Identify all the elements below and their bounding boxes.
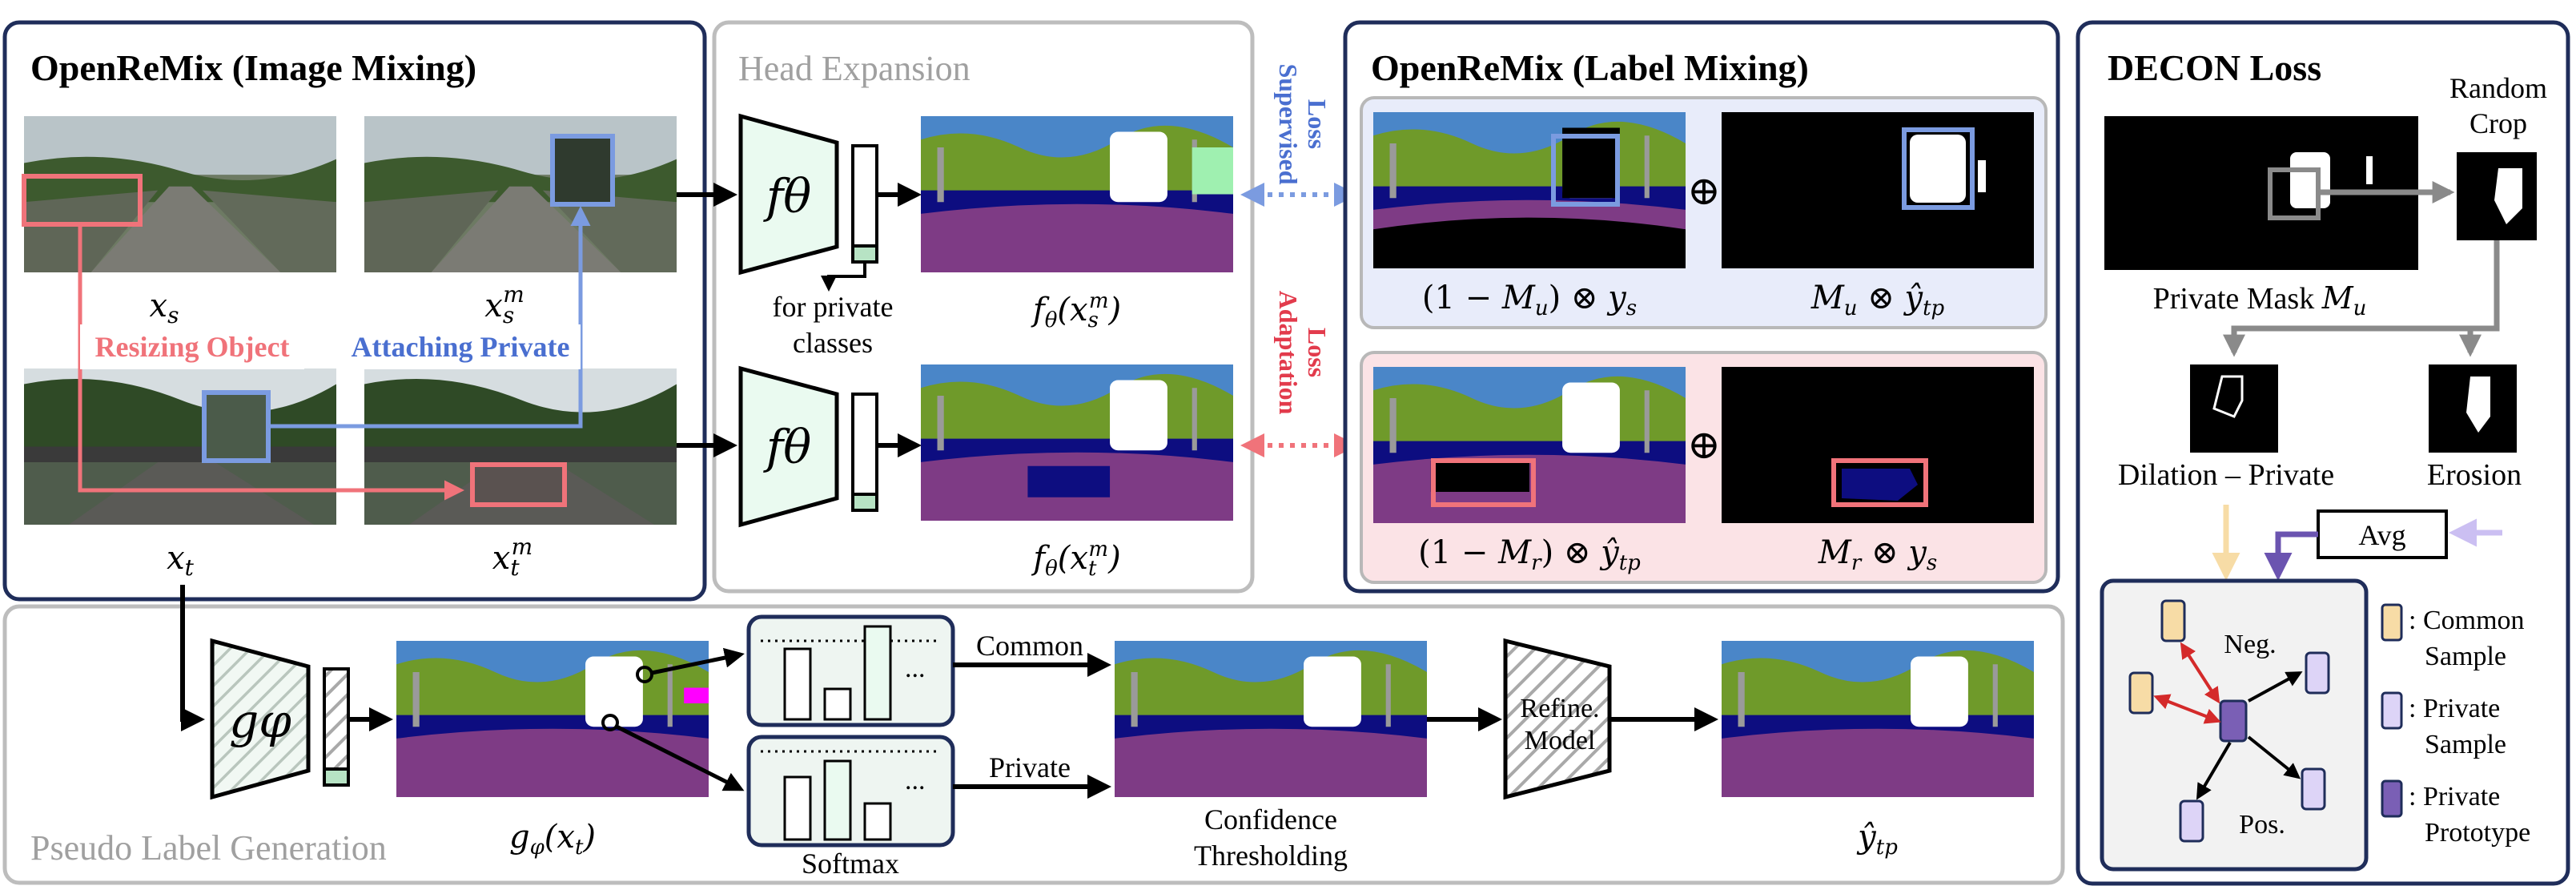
pseudo-label-title: Pseudo Label Generation — [30, 828, 387, 868]
resizing-label: Resizing Object — [95, 331, 290, 363]
dilation-image — [2190, 364, 2278, 453]
svg-text:...: ... — [905, 766, 926, 795]
caption-bottom-right: Mr ⊗ ys — [1818, 534, 1937, 575]
head-expansion-title: Head Expansion — [738, 49, 971, 88]
pos-label: Pos. — [2239, 810, 2285, 840]
refine-model: Refine. Model — [1503, 638, 1612, 800]
head-expansion-panel: Head Expansion fθ for private classes fθ… — [677, 20, 1255, 594]
legend-private-sample-1: : Private — [2409, 694, 2500, 723]
softmax-private: ... — [746, 735, 955, 848]
target-image-xt — [24, 368, 336, 525]
svg-text:fθ: fθ — [763, 169, 811, 224]
pseudo-label-panel: Pseudo Label Generation gφ gφ(xt) ... — [2, 585, 2065, 885]
oplus-top: ⊕ — [1687, 168, 1721, 213]
label-mixing-title: OpenReMix (Label Mixing) — [1371, 47, 1809, 88]
loss-arrows: SupervisedLoss AdaptationLoss — [1240, 63, 1358, 457]
confidence-label-2: Thresholding — [1194, 840, 1348, 872]
legend-prototype-2: Prototype — [2425, 818, 2530, 848]
common-sample-1 — [2160, 599, 2186, 642]
label-mixing-panel: OpenReMix (Label Mixing) ⊕ (1 − Mu) ⊗ ys… — [1343, 20, 2060, 594]
f-theta-bottom: fθ — [738, 365, 922, 528]
mixed-target-image-xtm — [364, 368, 677, 525]
avg-label: Avg — [2358, 519, 2405, 551]
svg-text:gφ: gφ — [229, 694, 291, 748]
private-mask-label: Private Mask Mu — [2153, 280, 2367, 320]
dilation-label: Dilation – Private — [2118, 458, 2334, 492]
private-arrow-label: Private — [989, 751, 1071, 783]
softmax-common: ... — [746, 614, 955, 727]
legend-swatch-private-sample — [2381, 691, 2403, 730]
head-output-bottom — [921, 364, 1233, 521]
random-crop-image — [2457, 152, 2537, 240]
f-theta-top: fθ — [738, 113, 922, 292]
neg-label: Neg. — [2224, 630, 2276, 659]
resizing-arrow — [78, 226, 464, 501]
legend-prototype-1: : Private — [2409, 782, 2500, 811]
private-sample-1 — [2305, 651, 2330, 695]
caption-top-left: (1 − Mu) ⊗ ys — [1422, 280, 1637, 320]
common-arrow-label: Common — [976, 630, 1083, 662]
image-mixing-panel: OpenReMix (Image Mixing) xs xsm xt xtm — [2, 20, 707, 602]
private-note-line2: classes — [793, 327, 873, 359]
g-phi-output-label: gφ(xt) — [509, 819, 596, 860]
random-crop-line2: Crop — [2470, 107, 2527, 139]
svg-text:Refine.: Refine. — [1520, 694, 1599, 723]
mixed-source-image-xsm — [364, 116, 677, 272]
erosion-label: Erosion — [2427, 458, 2522, 492]
legend-common-2: Sample — [2425, 642, 2506, 671]
legend: : Common Sample : Private Sample : Priva… — [2381, 603, 2530, 848]
source-image-xs — [22, 116, 336, 272]
decon-panel: DECON Loss Random Crop Private Mask Mu D… — [2076, 20, 2570, 886]
svg-text:Model: Model — [1525, 726, 1596, 755]
erosion-image — [2429, 364, 2517, 453]
decon-title: DECON Loss — [2108, 47, 2321, 88]
pseudo-label-output — [1722, 641, 2034, 797]
supervised-loss-label: SupervisedLoss — [1274, 63, 1332, 184]
private-sample-3 — [2179, 799, 2204, 843]
g-phi-network: gφ — [210, 638, 393, 800]
private-note-line1: for private — [773, 291, 894, 323]
head-output-top — [921, 116, 1233, 272]
confidence-output — [1115, 641, 1427, 797]
softmax-label: Softmax — [802, 848, 899, 880]
svg-text:fθ: fθ — [763, 420, 811, 474]
legend-private-sample-2: Sample — [2425, 730, 2506, 759]
private-prototype — [2219, 699, 2248, 743]
legend-swatch-prototype — [2381, 779, 2403, 818]
attaching-arrow — [271, 206, 591, 429]
common-sample-2 — [2128, 671, 2154, 715]
legend-common-1: : Common — [2409, 606, 2525, 635]
label-mix-bottom-right — [1722, 367, 2034, 523]
confidence-label-1: Confidence — [1204, 803, 1337, 836]
label-mix-top-right — [1722, 112, 2034, 268]
random-crop-line1: Random — [2449, 72, 2547, 104]
caption-top-right: Mu ⊗ ŷtp — [1810, 280, 1945, 320]
g-phi-output — [396, 641, 709, 797]
crop-branch-arrow — [2223, 240, 2500, 357]
caption-bottom-left: (1 − Mr) ⊗ ŷtp — [1418, 534, 1641, 575]
label-mix-top-left — [1373, 112, 1686, 268]
attaching-label: Attaching Private — [352, 331, 570, 363]
adaptation-loss-label: AdaptationLoss — [1274, 291, 1332, 415]
legend-swatch-common — [2381, 603, 2403, 642]
private-sample-2 — [2301, 767, 2326, 811]
image-mixing-title: OpenReMix (Image Mixing) — [30, 47, 476, 88]
label-mix-bottom-left — [1373, 367, 1686, 523]
oplus-bottom: ⊕ — [1687, 422, 1721, 467]
svg-text:...: ... — [905, 654, 926, 683]
